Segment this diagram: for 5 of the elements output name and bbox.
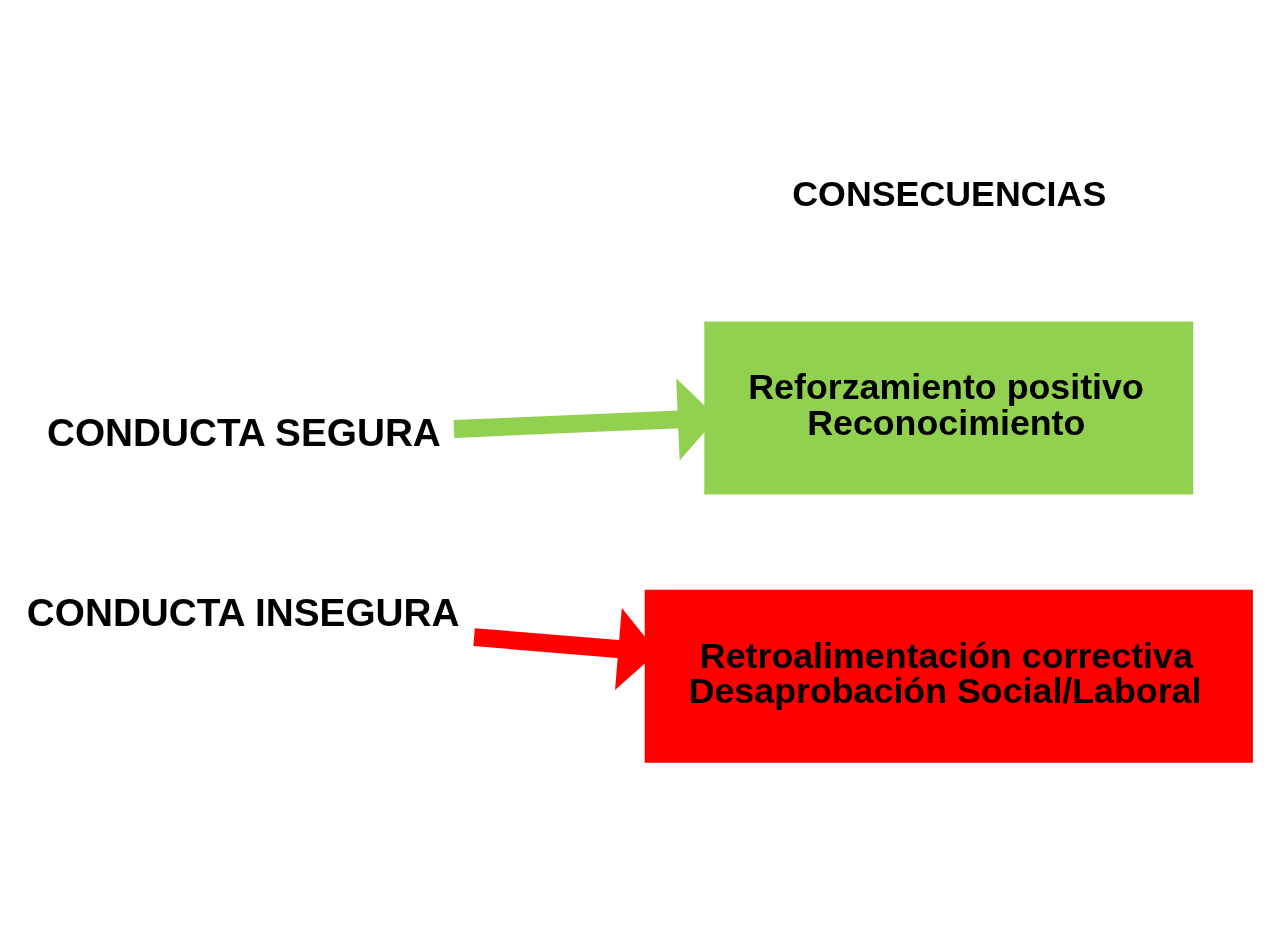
node-text: CONDUCTA SEGURA bbox=[46, 410, 441, 454]
node-text: CONDUCTA INSEGURA bbox=[26, 590, 460, 634]
label: CONSECUENCIAS bbox=[792, 173, 1107, 214]
node-box: Retroalimentación correctiva Desaprobación Social/Laboral bbox=[644, 589, 1253, 763]
node-box: Reforzamiento positivo Reconocimiento bbox=[704, 321, 1194, 494]
